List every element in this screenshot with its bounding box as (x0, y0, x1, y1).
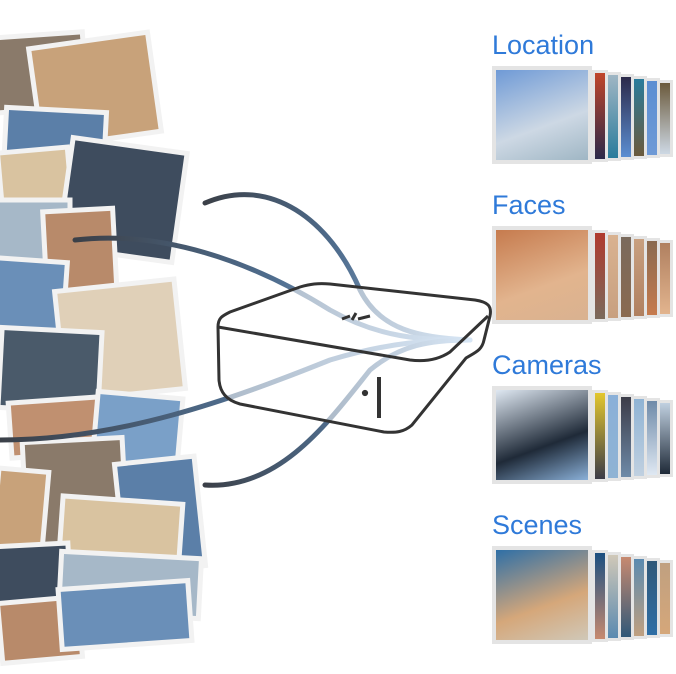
category-photo (492, 66, 592, 164)
category-label: Faces (492, 190, 566, 220)
category-label: Location (492, 30, 595, 60)
category-photo (492, 546, 592, 644)
photo-stack[interactable] (492, 66, 674, 168)
category-photo (492, 386, 592, 484)
stacked-photo (657, 240, 673, 317)
mac-mini-device (216, 282, 492, 434)
category-label: Cameras (492, 350, 602, 380)
apple-logo-icon (341, 312, 371, 321)
stacked-photo (657, 400, 673, 477)
photo-stack[interactable] (492, 226, 674, 328)
stacked-photo (657, 80, 673, 157)
photo-stack[interactable] (492, 546, 674, 648)
photo-collage (0, 29, 209, 667)
category-location[interactable]: Location (492, 30, 674, 168)
photo-stack[interactable] (492, 386, 674, 488)
category-label: Scenes (492, 510, 583, 540)
category-scenes[interactable]: Scenes (492, 510, 674, 648)
stacked-photo (657, 560, 673, 637)
category-cameras[interactable]: Cameras (492, 350, 674, 488)
category-faces[interactable]: Faces (492, 190, 674, 328)
collage-photo (55, 577, 195, 653)
category-photo (492, 226, 592, 324)
